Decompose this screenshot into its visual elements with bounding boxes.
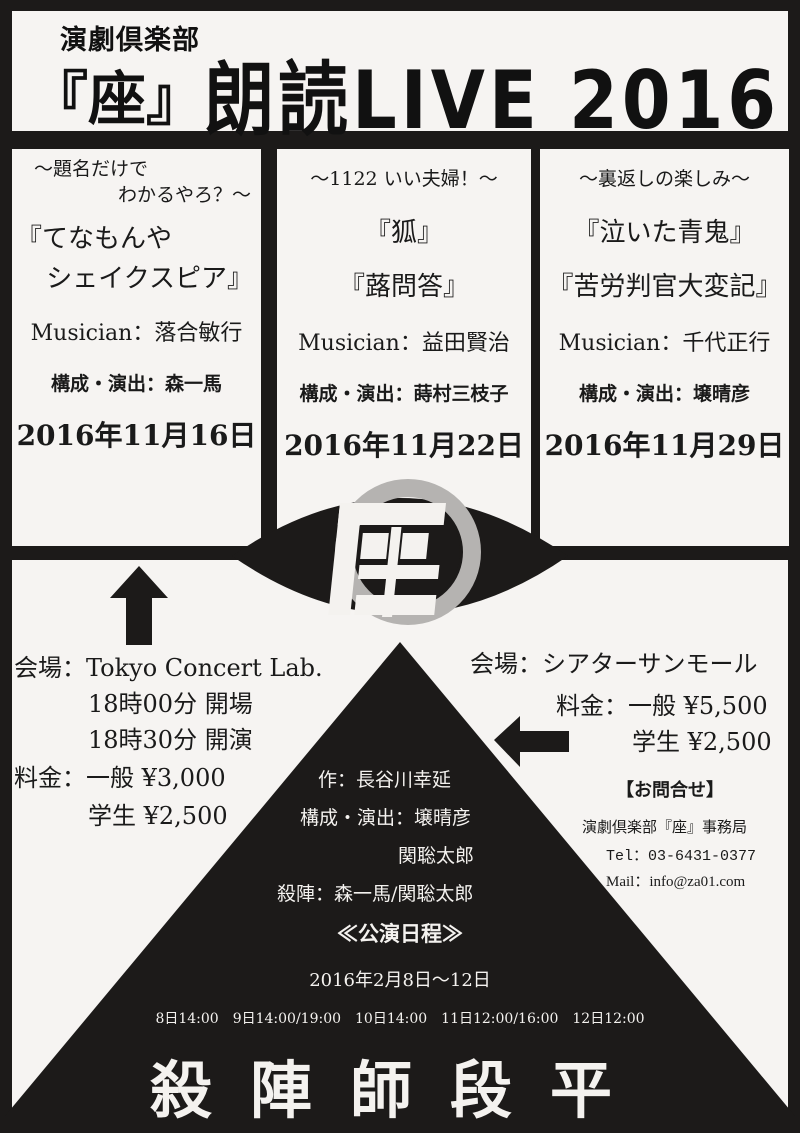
play-price-general: 料金：一般 ¥5,500 [556, 692, 768, 720]
play-venue: 会場：シアターサンモール [470, 650, 758, 678]
musician: Musician：益田賢治 [298, 331, 510, 356]
office-name: 演劇倶楽部『座』事務局 [582, 818, 748, 836]
schedule-times: 8日14:00 9日14:00/19:00 10日14:00 11日12:00/… [155, 1011, 645, 1027]
schedule-heading: ≪公演日程≫ [337, 921, 463, 946]
work-title: 『てなもんや [16, 224, 173, 254]
live-price-student: 学生 ¥2,500 [88, 802, 228, 830]
musician: Musician：千代正行 [558, 331, 771, 356]
live-price-general: 料金：一般 ¥3,000 [14, 764, 226, 792]
phone-number: Tel：03-6431-0377 [606, 848, 757, 865]
schedule-range: 2016年2月8日～12日 [309, 970, 491, 991]
author: 作：長谷川幸延 [318, 769, 452, 791]
troupe-name: 『座』 [30, 65, 205, 133]
play-price-student: 学生 ¥2,500 [632, 728, 772, 756]
work-title-2: 『蕗問答』 [338, 272, 469, 302]
director: 構成・演出：壌晴彦 [578, 383, 750, 405]
tagline-cont: わかるやろ？～ [117, 184, 251, 206]
fight-choreography: 殺陣：森一馬/関聡太郎 [277, 883, 474, 905]
event-title: 朗読LIVE 2016 [204, 53, 780, 148]
work-title: 『泣いた青鬼』 [573, 218, 756, 248]
performance-card-1: ～題名だけで わかるやろ？～ 『てなもんや シェイクスピア』 Musician：… [12, 149, 261, 546]
email-link[interactable]: Mail：info@za01.com [606, 874, 746, 890]
performance-date: 2016年11月29日 [544, 429, 785, 462]
show-start: 18時30分 開演 [88, 726, 253, 754]
doors-open: 18時00分 開場 [88, 690, 253, 718]
director: 構成・演出：森一馬 [50, 373, 222, 395]
musician: Musician：落合敏行 [30, 321, 243, 346]
performance-card-3: ～裏返しの楽しみ～ 『泣いた青鬼』 『苦労判官大変記』 Musician：千代正… [540, 149, 789, 546]
tagline: ～1122 いい夫婦！～ [310, 168, 498, 190]
work-title-2: 『苦労判官大変記』 [547, 272, 782, 302]
work-title: 『狐』 [364, 218, 443, 248]
tagline: ～題名だけで [34, 158, 149, 180]
inquiry-heading: 【お問合せ】 [616, 780, 724, 801]
play-director-2: 関聡太郎 [398, 845, 475, 867]
performance-date: 2016年11月22日 [284, 429, 524, 462]
club-name: 演劇倶楽部 [60, 25, 200, 56]
tagline: ～裏返しの楽しみ～ [578, 168, 750, 190]
play-director: 構成・演出：壌晴彦 [300, 807, 472, 829]
play-title: 殺陣師段平 [149, 1054, 650, 1127]
title-box [12, 11, 788, 131]
work-title-cont: シェイクスピア』 [46, 264, 253, 294]
performance-card-2: ～1122 いい夫婦！～ 『狐』 『蕗問答』 Musician：益田賢治 構成・… [277, 149, 531, 546]
live-venue: 会場：Tokyo Concert Lab. [14, 654, 323, 682]
performance-date: 2016年11月16日 [16, 419, 257, 452]
director: 構成・演出：蒔村三枝子 [299, 383, 509, 405]
